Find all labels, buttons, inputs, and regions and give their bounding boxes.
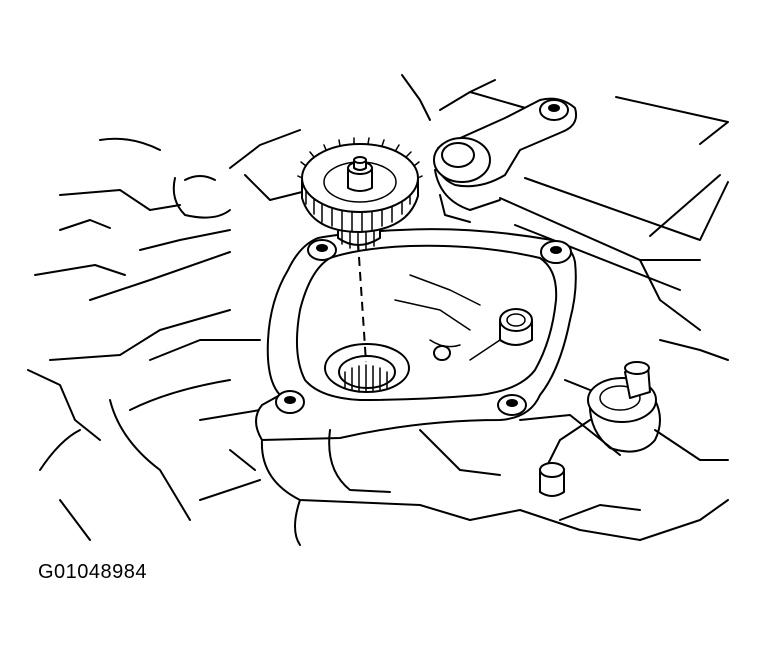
- shift-lever: [433, 97, 578, 223]
- case-left: [27, 129, 311, 541]
- install-guide-line: [357, 241, 367, 363]
- transmission-diagram: [27, 74, 729, 546]
- stud: [539, 462, 565, 497]
- figure-id-label: G01048984: [38, 561, 148, 583]
- housing-cover: [255, 228, 577, 441]
- case-upper-right: [401, 74, 729, 361]
- splined-bore: [324, 343, 410, 393]
- side-fitting: [544, 361, 729, 471]
- dowel-pin: [499, 308, 533, 346]
- gear-icon: [297, 137, 423, 251]
- case-lower: [199, 414, 729, 546]
